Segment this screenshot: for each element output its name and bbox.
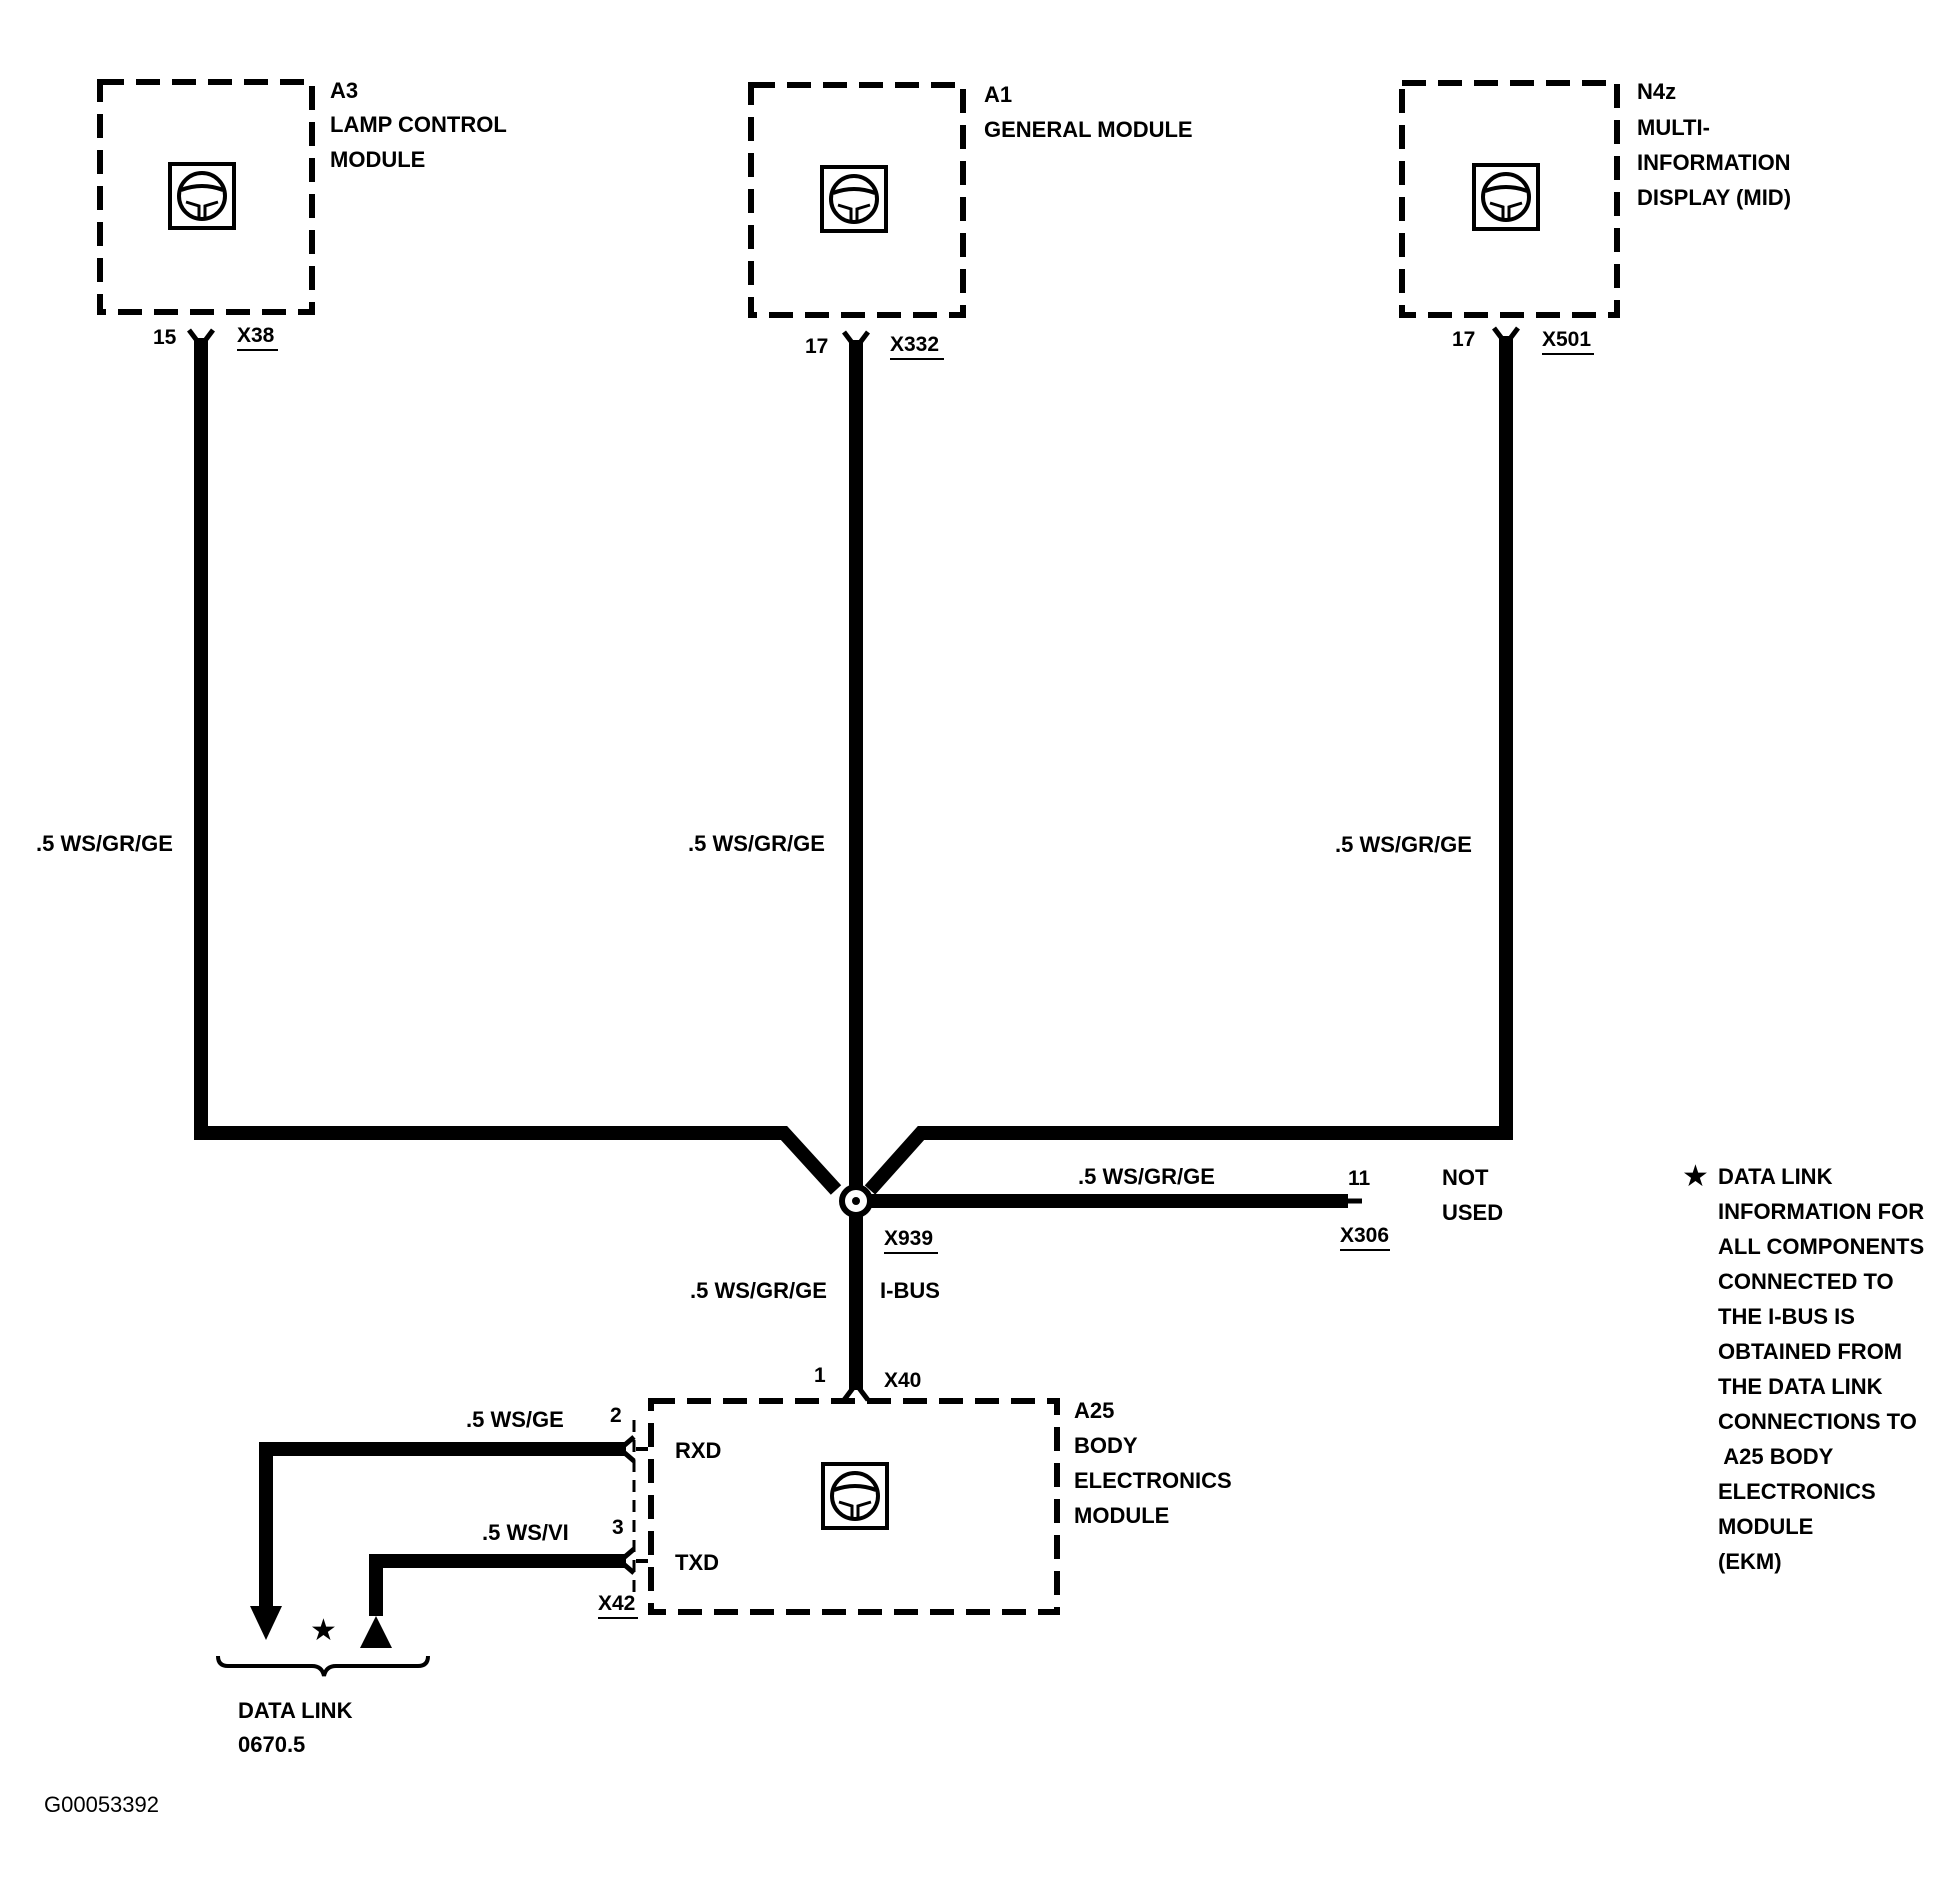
note-line: INFORMATION FOR <box>1718 1199 1924 1224</box>
wire-left-label: .5 WS/GR/GE <box>36 831 173 856</box>
wire-center-label: .5 WS/GR/GE <box>688 831 825 856</box>
module-a1-name-1: GENERAL MODULE <box>984 117 1193 142</box>
module-a1-box <box>748 82 966 318</box>
module-a25-name-1: BODY <box>1074 1433 1138 1458</box>
note-line: ALL COMPONENTS <box>1718 1234 1924 1259</box>
note-line: A25 BODY <box>1718 1444 1834 1469</box>
note-line: ELECTRONICS <box>1718 1479 1876 1504</box>
not-used-line-2: USED <box>1442 1200 1503 1225</box>
wire-txd <box>360 1547 636 1648</box>
note-line: OBTAINED FROM <box>1718 1339 1902 1364</box>
module-a25-name-3: MODULE <box>1074 1503 1169 1528</box>
splice-id: X939 <box>884 1227 933 1250</box>
arrow-up-icon <box>360 1616 392 1648</box>
note: ★ DATA LINK INFORMATION FOR ALL COMPONEN… <box>1682 1160 1924 1574</box>
data-link: ★ DATA LINK 0670.5 <box>216 1614 430 1757</box>
wire-rxd <box>250 1435 636 1640</box>
steering-wheel-icon <box>1472 163 1540 231</box>
wire-rxd-label: .5 WS/GE <box>466 1407 564 1432</box>
steering-wheel-icon <box>820 165 888 233</box>
wire-right <box>864 336 1513 1195</box>
data-link-line-1: DATA LINK <box>238 1698 353 1723</box>
module-n4z-name-2: INFORMATION <box>1637 150 1791 175</box>
connector-x40-fork <box>842 1379 870 1402</box>
module-a25-id: A25 <box>1074 1398 1114 1423</box>
module-a3-pin: 15 <box>153 326 177 349</box>
wire-branch-label: .5 WS/GR/GE <box>1078 1164 1215 1189</box>
module-a25-pin: 1 <box>814 1364 826 1387</box>
txd-pin: 3 <box>612 1516 624 1539</box>
ibus-label: I-BUS <box>880 1278 940 1303</box>
wire-harness <box>187 326 1520 1402</box>
note-line: THE I-BUS IS <box>1718 1304 1855 1329</box>
note-line: (EKM) <box>1718 1549 1782 1574</box>
note-line: THE DATA LINK <box>1718 1374 1883 1399</box>
rxd-label: RXD <box>675 1438 721 1463</box>
module-a25: A25 BODY ELECTRONICS MODULE RXD TXD 1 X4… <box>598 1364 1232 1619</box>
module-n4z-id: N4z <box>1637 79 1676 104</box>
module-a25-box <box>648 1398 1060 1615</box>
module-n4z-name-3: DISPLAY (MID) <box>1637 185 1791 210</box>
module-a1: A1 GENERAL MODULE 17 X332 <box>748 82 1193 360</box>
rxd-pin: 2 <box>610 1404 622 1427</box>
connector-x38-fork <box>187 328 215 351</box>
figure-id: G00053392 <box>44 1792 159 1817</box>
module-a25-name-2: ELECTRONICS <box>1074 1468 1232 1493</box>
wire-txd-label: .5 WS/VI <box>482 1520 569 1545</box>
wire-right-label: .5 WS/GR/GE <box>1335 832 1472 857</box>
module-a3-box <box>97 79 315 315</box>
note-line: CONNECTIONS TO <box>1718 1409 1917 1434</box>
module-a1-pin: 17 <box>805 335 828 358</box>
connector-x332-fork <box>842 330 870 353</box>
module-a3: A3 LAMP CONTROL MODULE 15 X38 <box>97 78 507 351</box>
module-a3-name-1: LAMP CONTROL <box>330 112 507 137</box>
note-line: MODULE <box>1718 1514 1813 1539</box>
arrow-down-icon <box>250 1606 282 1640</box>
star-icon: ★ <box>310 1614 337 1647</box>
steering-wheel-icon <box>168 162 236 230</box>
data-link-line-2: 0670.5 <box>238 1732 305 1757</box>
wire-left <box>194 338 842 1195</box>
not-used-line-1: NOT <box>1442 1165 1489 1190</box>
note-line: DATA LINK <box>1718 1164 1833 1189</box>
module-a3-name-2: MODULE <box>330 147 425 172</box>
note-line: CONNECTED TO <box>1718 1269 1894 1294</box>
data-link-brace <box>216 1655 430 1677</box>
module-n4z-pin: 17 <box>1452 328 1475 351</box>
module-n4z-name-1: MULTI- <box>1637 115 1710 140</box>
module-a1-connector: X332 <box>890 333 939 356</box>
txd-label: TXD <box>675 1550 719 1575</box>
wire-bus-label: .5 WS/GR/GE <box>690 1278 827 1303</box>
module-a3-id: A3 <box>330 78 358 103</box>
module-n4z-box <box>1399 80 1620 318</box>
wire-rxd-path <box>259 1442 626 1610</box>
star-icon: ★ <box>1682 1160 1709 1193</box>
steering-wheel-icon <box>821 1462 889 1530</box>
side-connector: X42 <box>598 1592 635 1615</box>
module-n4z: N4z MULTI- INFORMATION DISPLAY (MID) 17 … <box>1399 79 1791 355</box>
not-used-connector: X306 <box>1340 1224 1389 1247</box>
connector-x501-fork <box>1492 326 1520 349</box>
module-n4z-connector: X501 <box>1542 328 1591 351</box>
module-a25-connector: X40 <box>884 1369 921 1392</box>
wire-txd-path <box>369 1554 626 1616</box>
module-a3-connector: X38 <box>237 324 275 347</box>
not-used-pin: 11 <box>1348 1167 1371 1190</box>
module-a1-id: A1 <box>984 82 1012 107</box>
